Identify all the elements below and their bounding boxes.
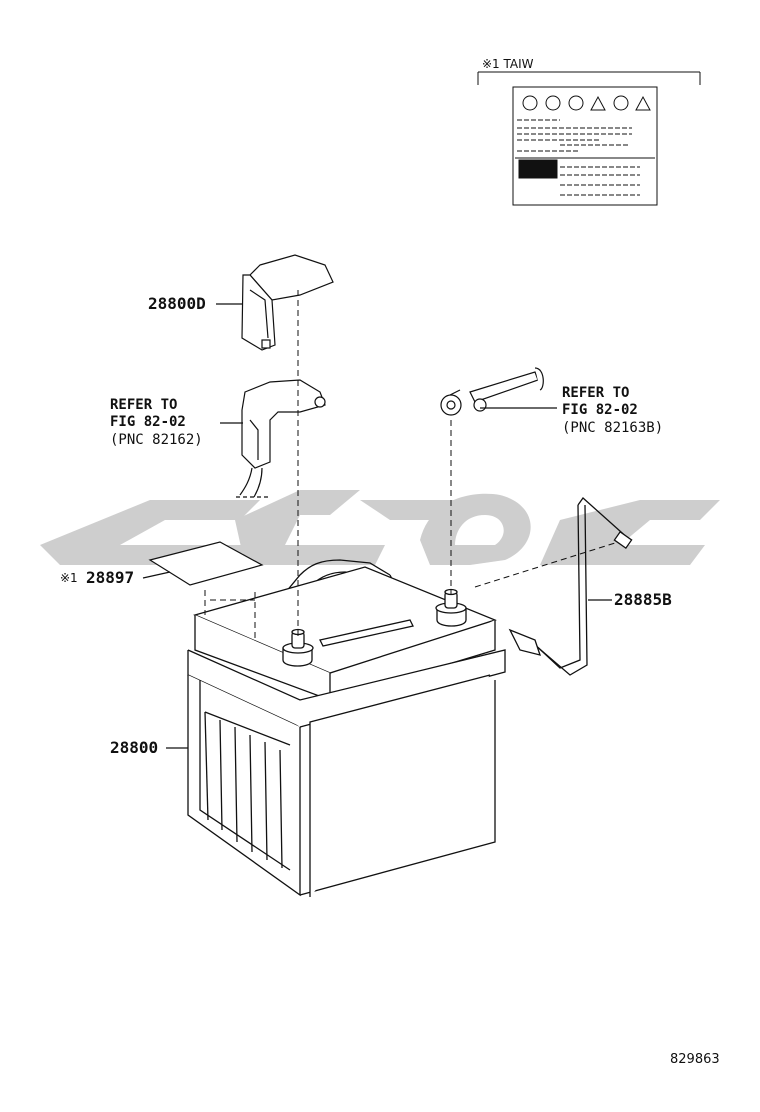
refer-left-line1: REFER TO xyxy=(110,397,178,413)
refer-left-line2[interactable]: FIG 82-02 xyxy=(110,414,186,430)
refer-left-line3[interactable]: (PNC 82162) xyxy=(110,432,203,448)
warning-label-inset xyxy=(477,71,701,206)
assembly-guide-lines xyxy=(204,290,616,640)
refer-right-line1: REFER TO xyxy=(562,385,630,401)
positive-terminal-drawing xyxy=(236,379,326,498)
negative-terminal-drawing xyxy=(440,367,544,416)
part-28897-prefix: ※1 xyxy=(60,571,78,585)
refer-right-line3[interactable]: (PNC 82163B) xyxy=(562,420,664,436)
part-number-28800[interactable]: 28800 xyxy=(110,738,159,757)
leader-lines xyxy=(142,303,612,749)
figure-number: 829863 xyxy=(670,1052,720,1067)
part-number-28897[interactable]: 28897 xyxy=(86,568,135,587)
part-number-28885b[interactable]: 28885B xyxy=(614,590,672,609)
ground-wire-drawing xyxy=(508,497,633,676)
inset-title: ※1 TAIW xyxy=(482,57,534,71)
watermark-logo xyxy=(40,490,720,565)
part-number-28800d[interactable]: 28800D xyxy=(148,294,206,313)
warning-symbol-icons xyxy=(522,95,651,111)
pad-28897-drawing xyxy=(148,541,264,586)
battery-drawing xyxy=(187,566,506,897)
terminal-cover-drawing xyxy=(241,254,334,351)
refer-right-line2[interactable]: FIG 82-02 xyxy=(562,402,638,418)
